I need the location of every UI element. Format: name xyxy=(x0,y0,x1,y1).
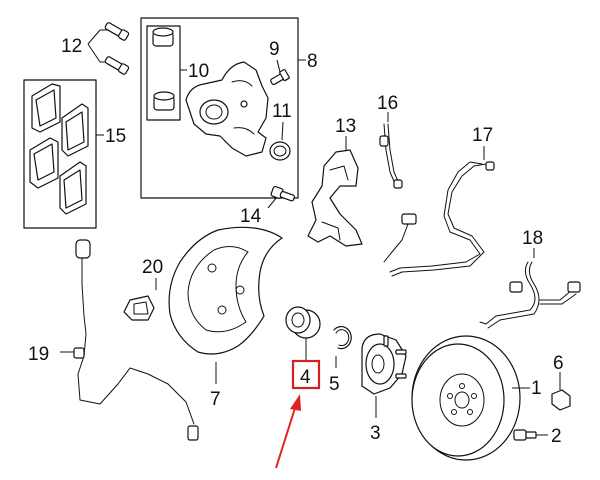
callout-11: 11 xyxy=(272,101,292,122)
part-6-nut xyxy=(551,372,571,411)
part-1-brake-rotor xyxy=(411,335,530,461)
part-13-caliper-bracket xyxy=(307,136,363,247)
part-16-wear-sensor xyxy=(379,112,403,189)
part-14-bracket-bolt xyxy=(267,185,295,209)
callout-6: 6 xyxy=(553,353,564,374)
part-10-bushings xyxy=(146,25,187,121)
callout-5: 5 xyxy=(329,374,340,395)
part-11-seal-ring xyxy=(269,121,291,161)
callout-18: 18 xyxy=(522,228,543,249)
part-4-highlight-box xyxy=(291,359,321,390)
callout-15: 15 xyxy=(105,126,126,147)
callout-20: 20 xyxy=(142,257,163,278)
callout-10: 10 xyxy=(188,61,209,82)
part-15-brake-pads xyxy=(23,79,104,229)
callout-12: 12 xyxy=(61,36,82,57)
part-20-sensor-bracket xyxy=(123,278,157,321)
part-2-bolt xyxy=(513,429,548,441)
callout-2: 2 xyxy=(551,426,562,447)
part-5-snap-ring xyxy=(333,326,352,368)
part-9-bleeder-screw xyxy=(270,59,290,86)
callout-19: 19 xyxy=(28,344,49,365)
part-17-abs-harness xyxy=(383,146,495,277)
caliper-body xyxy=(185,61,269,157)
callout-14: 14 xyxy=(240,206,262,227)
highlight-arrowhead xyxy=(290,394,301,411)
highlight-arrow xyxy=(275,407,296,469)
callout-3: 3 xyxy=(370,423,381,444)
callout-8: 8 xyxy=(307,51,318,72)
part-3-hub xyxy=(361,333,407,418)
callout-16: 16 xyxy=(377,93,398,114)
callout-17: 17 xyxy=(472,125,493,146)
callout-1: 1 xyxy=(531,378,542,399)
callout-7: 7 xyxy=(210,389,221,410)
callout-13: 13 xyxy=(335,116,356,137)
part-7-dust-shield xyxy=(168,226,283,384)
part-18-brake-hose xyxy=(479,248,581,329)
part-19-speed-sensor xyxy=(60,239,199,441)
part-4-wheel-bearing xyxy=(285,306,321,360)
part-12-guide-pins xyxy=(87,22,130,75)
callout-9: 9 xyxy=(269,39,280,60)
callout-4: 4 xyxy=(300,367,311,388)
